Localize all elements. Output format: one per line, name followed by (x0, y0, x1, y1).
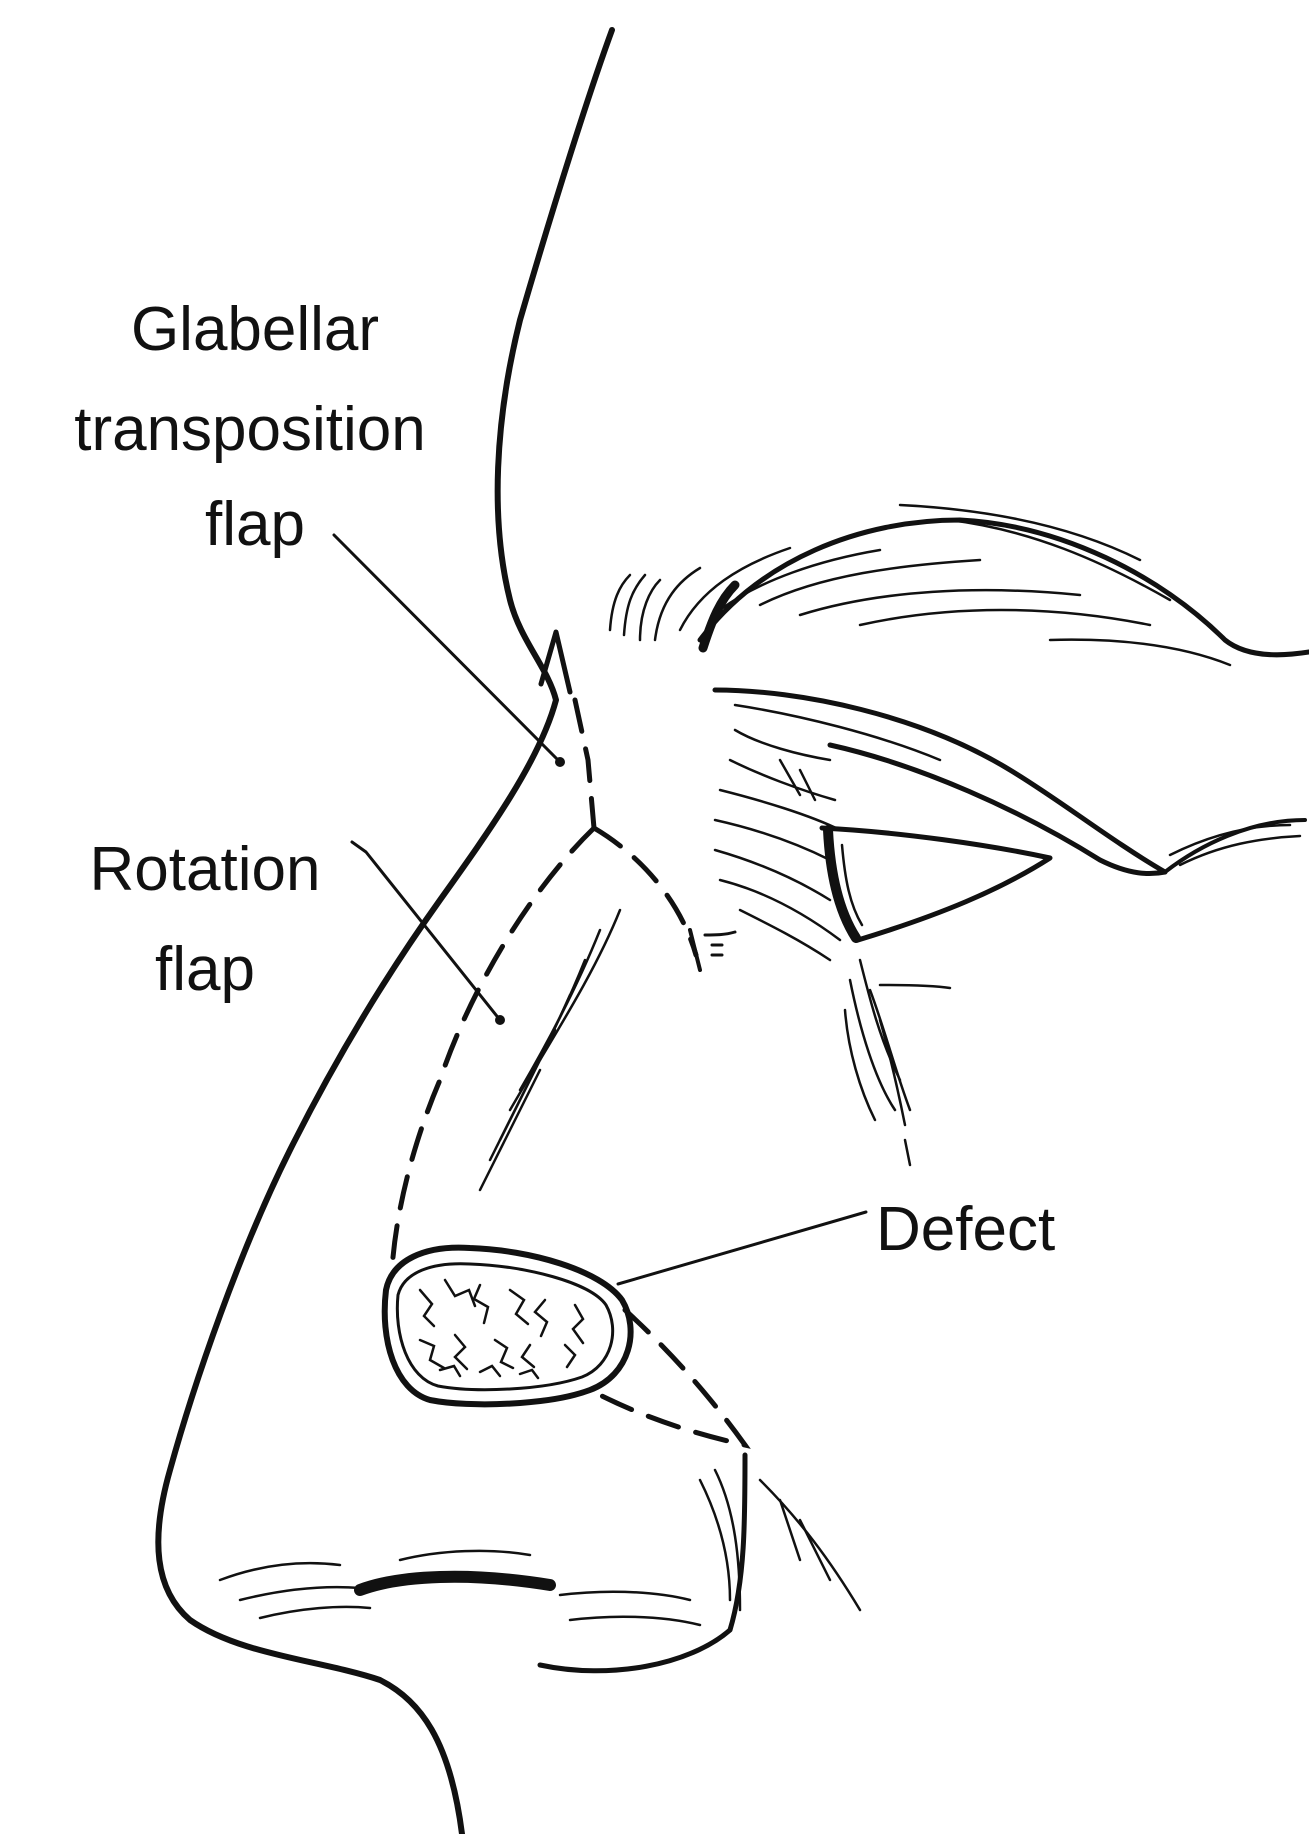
glabellar-label-line3: flap (205, 490, 305, 559)
cheek-shading (845, 960, 950, 1165)
glabellar-flap-outline (575, 700, 594, 828)
glabellar-label-line2: transposition (74, 395, 426, 464)
glabellar-leader-dot (555, 757, 565, 767)
glabellar-label-line1: Glabellar (131, 295, 379, 364)
upper-eyelid (715, 690, 1305, 874)
defect-label: Defect (876, 1195, 1055, 1264)
glabellar-leader-line (334, 535, 560, 762)
defect-triangle-outline (600, 1310, 745, 1445)
rotation-leader-dot (495, 1015, 505, 1025)
nostril (220, 1455, 860, 1671)
rotation-flap-outline (392, 828, 594, 1270)
defect (385, 1248, 631, 1405)
eyebrow (610, 505, 1309, 665)
rotation-label-line1: Rotation (90, 835, 321, 904)
glabellar-notch (541, 632, 570, 692)
defect-leader-line (618, 1212, 866, 1284)
rotation-label-line2: flap (155, 935, 255, 1004)
canthus-mark (690, 930, 735, 970)
